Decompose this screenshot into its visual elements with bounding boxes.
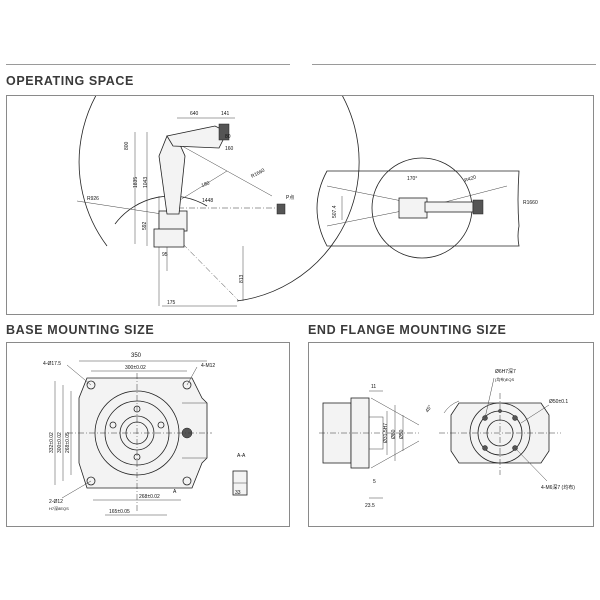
- inner-envelope-arc: [114, 195, 208, 225]
- mount-hole-tr: [182, 380, 192, 390]
- flange-dim-6h7-note: (均布)EQS: [495, 376, 514, 382]
- dim-top-r1660: R1660: [523, 200, 538, 206]
- end-flange-title: END FLANGE MOUNTING SIZE: [308, 323, 507, 337]
- dim-141: 141: [221, 111, 230, 117]
- dim-1043: 1043: [143, 177, 149, 188]
- pin-note: H7深8EQS: [49, 505, 69, 511]
- flange-dim-80: Ø80: [391, 429, 397, 439]
- pin-2-12: 2-Ø12: [49, 499, 63, 505]
- dim-300v: 300±0.02: [57, 432, 63, 453]
- robot-upper-arm: [166, 125, 228, 149]
- dim-1835: 1835: [133, 177, 139, 188]
- holes-4-m12: 4-M12: [201, 363, 215, 369]
- dim-180: 180: [201, 180, 211, 189]
- mount-hole-bl: [86, 476, 96, 486]
- flange-dim-6h7: Ø6H7深7: [495, 368, 516, 375]
- top-robot-wrist: [472, 199, 484, 215]
- p-point-label: P点: [286, 195, 294, 201]
- operating-space-drawing: 640 141 80 160 800 1835 1043 592 R926 R1…: [76, 96, 538, 307]
- flange-dim-5: 5: [373, 479, 376, 485]
- dim-268: 268±0.02: [139, 494, 160, 500]
- robot-wrist: [218, 123, 230, 141]
- flange-dim-50: Ø50: [399, 429, 405, 439]
- dim-813: 813: [239, 274, 245, 283]
- dim-640: 640: [190, 111, 199, 117]
- dim-165: 165±0.05: [109, 509, 130, 515]
- dim-r926: R926: [87, 196, 99, 202]
- flange-dim-11: 11: [371, 384, 376, 390]
- end-flange-drawing: 11 5 Ø31.5H7 Ø80 Ø50 23.5 Ø6H7深7 (均布)EQS…: [319, 368, 575, 509]
- dim-300: 300±0.02: [125, 365, 146, 371]
- flange-hole-2: [512, 415, 518, 421]
- flange-hole-3: [482, 445, 488, 451]
- base-mounting-drawing: A-A 33 A 350 300±0.02 4-Ø17.5 4-M12 332±…: [43, 353, 248, 516]
- mount-hole-tl: [86, 380, 96, 390]
- dim-268v: 268±0.05: [65, 432, 71, 453]
- operating-space-panel: 640 141 80 160 800 1835 1043 592 R926 R1…: [6, 95, 594, 315]
- base-plate-outline: [78, 377, 208, 489]
- section-aa-label: A-A: [237, 453, 246, 459]
- top-robot-arm: [424, 201, 474, 213]
- flange-angle-45: 45°: [425, 404, 434, 414]
- dim-1448: 1448: [202, 198, 213, 204]
- side-view: 640 141 80 160 800 1835 1043 592 R926 R1…: [76, 96, 360, 307]
- mount-hole-br: [182, 476, 192, 486]
- operating-space-rule-left: [6, 64, 290, 65]
- robot-base-foot: [153, 228, 185, 248]
- dim-160: 160: [225, 146, 234, 152]
- dim-800: 800: [124, 141, 130, 150]
- top-view: R420 R1660 170° 507.4: [316, 157, 538, 259]
- dim-175: 175: [167, 300, 176, 306]
- flange-dim-23-5: 23.5: [365, 503, 375, 509]
- flange-m6: 4-M6深7 (均布): [541, 484, 575, 491]
- top-envelope-outline: [316, 170, 520, 247]
- robot-lower-arm: [158, 135, 186, 215]
- marker-a: A: [173, 489, 177, 495]
- dim-top-r420: R420: [464, 174, 477, 183]
- dim-r1660: R1660: [250, 167, 266, 179]
- end-flange-panel: 11 5 Ø31.5H7 Ø80 Ø50 23.5 Ø6H7深7 (均布)EQS…: [308, 342, 594, 527]
- base-mounting-title: BASE MOUNTING SIZE: [6, 323, 155, 337]
- operating-space-title: OPERATING SPACE: [6, 74, 134, 88]
- holes-4-175: 4-Ø17.5: [43, 361, 61, 367]
- dim-592: 592: [142, 221, 148, 230]
- dim-80: 80: [225, 134, 231, 140]
- flange-dim-31: Ø31.5H7: [383, 423, 389, 443]
- reach-envelope-arc: [78, 96, 360, 302]
- dim-332: 332±0.02: [49, 432, 55, 453]
- operating-space-rule-right: [312, 64, 596, 65]
- base-mounting-panel: A-A 33 A 350 300±0.02 4-Ø17.5 4-M12 332±…: [6, 342, 290, 527]
- dim-top-507: 507.4: [332, 205, 338, 218]
- dim-top-angle: 170°: [407, 176, 417, 182]
- tool-point-marker: [276, 203, 286, 215]
- dim-350: 350: [131, 353, 142, 359]
- top-robot-base: [398, 197, 428, 219]
- dim-33: 33: [235, 490, 241, 496]
- flange-dim-50h: Ø50±0.1: [549, 399, 568, 405]
- dim-95: 95: [162, 252, 168, 258]
